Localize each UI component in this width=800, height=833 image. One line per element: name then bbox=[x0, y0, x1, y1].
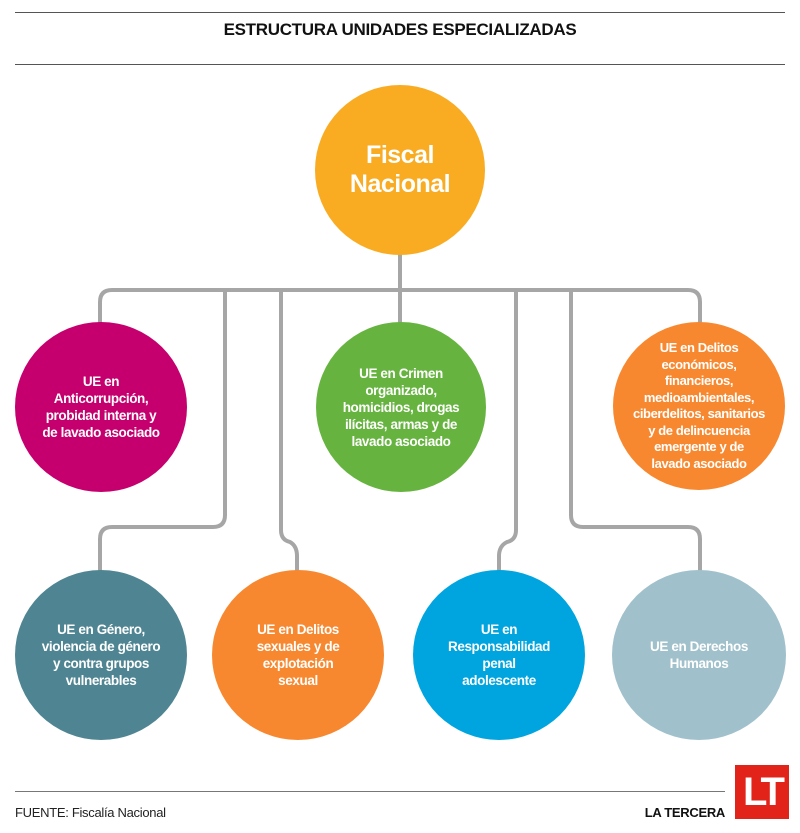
node-responsabilidad-penal: UE en Responsabilidad penal adolescente bbox=[413, 570, 585, 740]
node-delitos-sexuales: UE en Delitos sexuales y de explotación … bbox=[212, 570, 384, 740]
node-derechos-humanos: UE en Derechos Humanos bbox=[612, 570, 786, 740]
node-fiscal-nacional: Fiscal Nacional bbox=[315, 85, 485, 255]
title-bottom-rule bbox=[15, 64, 785, 65]
connector-adolescente bbox=[497, 290, 518, 575]
page-title: ESTRUCTURA UNIDADES ESPECIALIZADAS bbox=[223, 20, 577, 39]
node-crimen-organizado: UE en Crimen organizado, homicidios, dro… bbox=[316, 322, 486, 492]
connector-ddhh bbox=[569, 290, 702, 575]
source-note: FUENTE: Fiscalía Nacional bbox=[15, 805, 166, 820]
node-genero: UE en Género, violencia de género y cont… bbox=[15, 570, 187, 740]
brand-name: LA TERCERA bbox=[644, 805, 726, 820]
title-top-rule bbox=[15, 12, 785, 13]
node-anticorrupcion: UE en Anticorrupción, probidad interna y… bbox=[15, 322, 187, 492]
connector-genero bbox=[98, 290, 227, 575]
brand-logo: LT bbox=[735, 765, 789, 819]
footer-rule bbox=[15, 791, 725, 792]
node-delitos-economicos: UE en Delitos económicos, financieros, m… bbox=[613, 322, 785, 490]
connector-sexuales bbox=[279, 290, 299, 575]
